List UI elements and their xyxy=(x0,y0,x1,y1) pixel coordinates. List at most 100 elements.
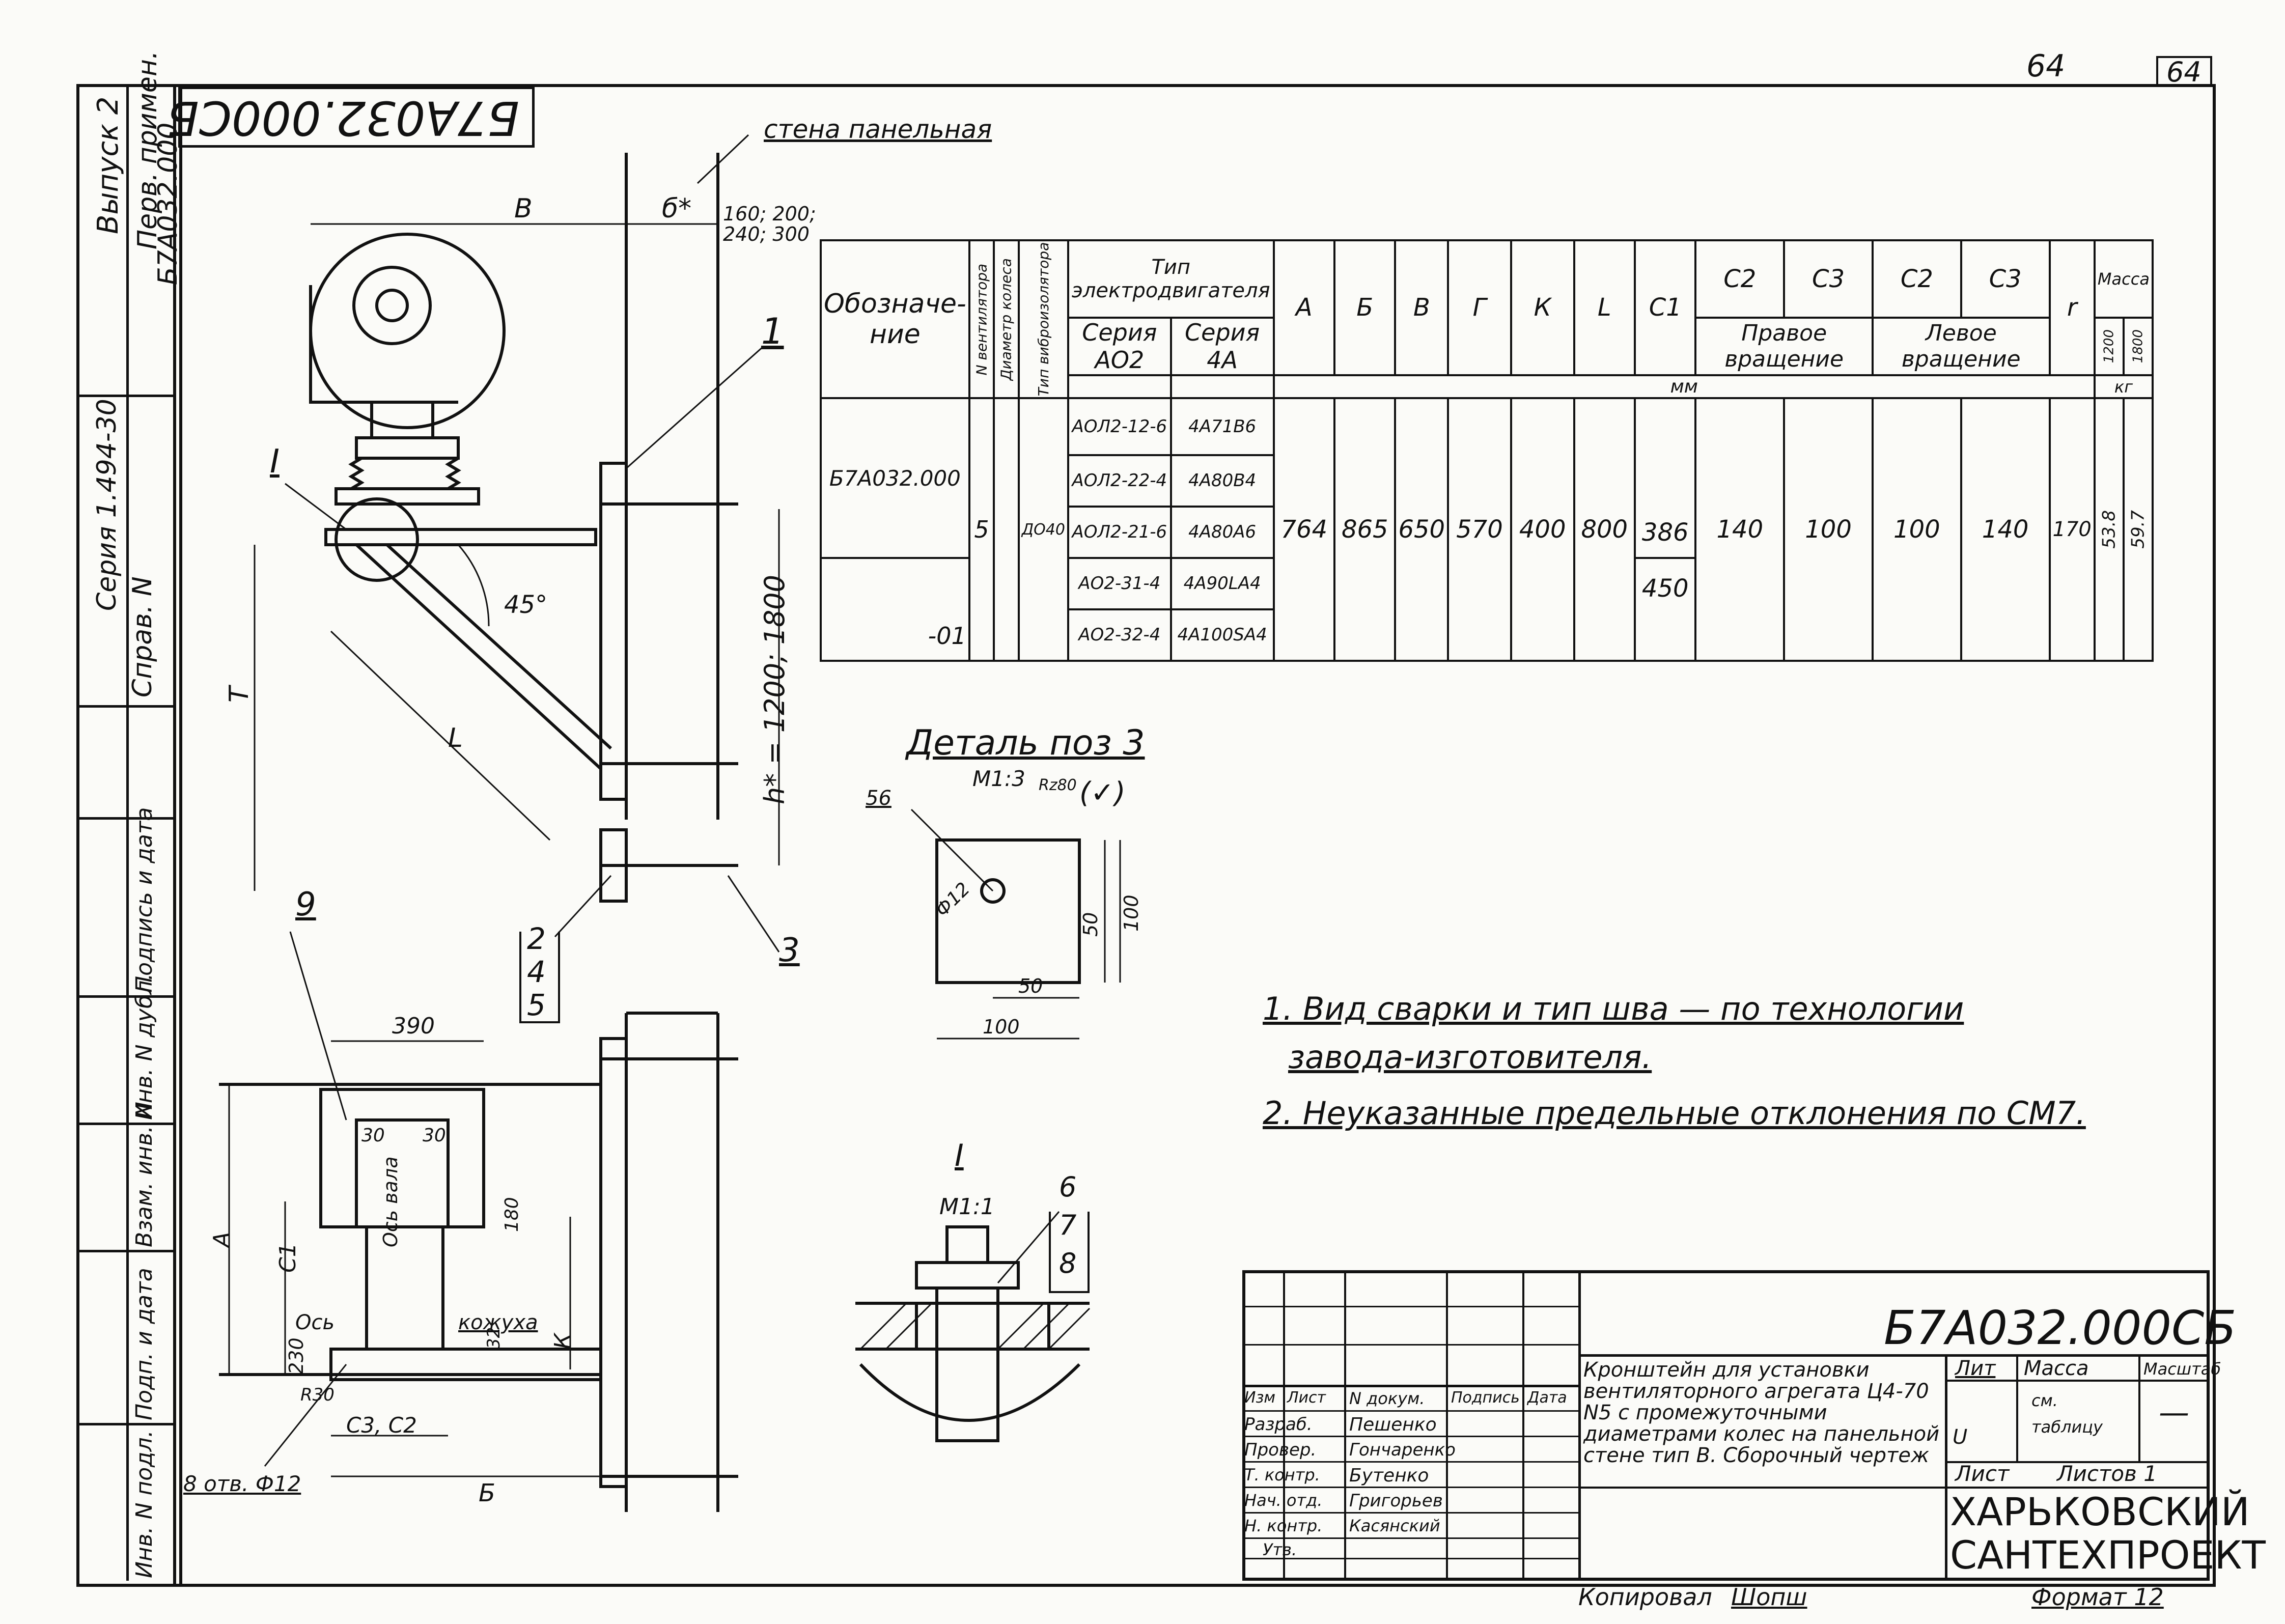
dim-c1: С1 xyxy=(275,1243,301,1273)
pos-6-7-8-stack xyxy=(1049,1212,1090,1293)
tb-lit-value: U xyxy=(1953,1425,1968,1449)
dim-30b: 30 xyxy=(423,1125,446,1146)
th-r: r xyxy=(2048,239,2096,376)
sectionI-title: I xyxy=(955,1138,964,1173)
cell-V: 650 xyxy=(1394,397,1450,662)
tb-right-v xyxy=(1945,1354,1947,1581)
cell-C1a: 386 xyxy=(1633,397,1697,559)
position-6: 6 xyxy=(1059,1171,1077,1203)
th-left-rotation: Левое вращение xyxy=(1871,316,2051,376)
sheet-number-top: 64 xyxy=(2026,48,2066,84)
dim-b-star: б* xyxy=(662,193,692,224)
detail3-scale: М1:3 xyxy=(972,766,1025,791)
tb-right-v2 xyxy=(2016,1354,2018,1461)
detail3-roughness: Rz80 xyxy=(1039,776,1077,794)
th-C1: С1 xyxy=(1633,239,1697,376)
dim-r30: R30 xyxy=(300,1385,335,1405)
tb-h10 xyxy=(1242,1558,1578,1559)
detail3-dim-56: 56 xyxy=(866,787,891,810)
th-motor-type: Тип электродвигателя xyxy=(1067,239,1275,319)
dim-t: Т xyxy=(224,686,255,703)
cell-r: 170 xyxy=(2048,397,2096,662)
tb-code: Б7А032.000СБ xyxy=(1884,1301,2237,1355)
tb-h9 xyxy=(1242,1537,1578,1539)
tb-role-4: Н. контр. xyxy=(1244,1516,1323,1535)
detail3-dim-100v: 100 xyxy=(1120,894,1142,932)
tb-scale-value: — xyxy=(2159,1395,2189,1431)
cell-C1b: 450 xyxy=(1633,556,1697,662)
cell-ao2-4: АО2-32-4 xyxy=(1067,608,1172,662)
tb-right-h1 xyxy=(1945,1380,2210,1382)
cell-4a-1: 4А80В4 xyxy=(1169,454,1275,508)
tb-h2 xyxy=(1242,1344,1578,1346)
tb-mass-label: Масса xyxy=(2024,1357,2089,1380)
cell-A: 764 xyxy=(1272,397,1336,662)
detail3-dim-100h: 100 xyxy=(983,1016,1020,1038)
dim-390: 390 xyxy=(392,1013,435,1039)
tb-v4 xyxy=(1522,1270,1524,1581)
angle-45: 45° xyxy=(504,591,548,619)
dim-32: 32 xyxy=(484,1327,504,1349)
dim-c3-c2: С3, С2 xyxy=(346,1413,417,1438)
th-designation: Обозначе- ние xyxy=(820,239,970,400)
tb-lit-label: Лит xyxy=(1955,1357,1996,1380)
side-strip-sep2 xyxy=(76,705,176,708)
position-2: 2 xyxy=(527,921,546,956)
tb-right-h2 xyxy=(1945,1461,2210,1463)
tb-role-0: Разраб. xyxy=(1244,1414,1313,1435)
tb-h7 xyxy=(1242,1487,1578,1488)
side-strip-sep1 xyxy=(76,395,176,397)
title-block xyxy=(1242,1270,2210,1581)
th-V: В xyxy=(1394,239,1450,376)
position-7: 7 xyxy=(1059,1209,1077,1241)
detail3-dim-50h: 50 xyxy=(1018,975,1043,997)
th-K: К xyxy=(1510,239,1575,376)
note-1-cont: завода-изготовителя. xyxy=(1288,1039,1652,1076)
th-series-4a: Серия 4А xyxy=(1169,316,1275,376)
casing-label: кожуха xyxy=(458,1311,538,1334)
tb-h3 xyxy=(1242,1385,1578,1387)
tb-v1 xyxy=(1283,1270,1285,1581)
th-mass-1200: 1200 xyxy=(2094,317,2124,375)
tb-h5 xyxy=(1242,1436,1578,1437)
position-3: 3 xyxy=(779,932,800,969)
side-strip-sep6 xyxy=(76,1250,176,1252)
sheet-number-corner-box xyxy=(2156,56,2212,87)
tb-col-doc: N докум. xyxy=(1349,1389,1425,1408)
th-fan-no: N вентилятора xyxy=(969,240,994,399)
row-code: Б7А032.000 xyxy=(820,397,970,559)
tb-code-line xyxy=(1578,1354,2210,1357)
note-1: 1. Вид сварки и тип шва — по технологии xyxy=(1263,990,1964,1027)
th-A: А xyxy=(1272,239,1336,376)
cell-C3l: 140 xyxy=(1960,397,2051,662)
cell-4a-3: 4А90LА4 xyxy=(1169,556,1275,610)
dim-180: 180 xyxy=(501,1197,522,1232)
position-5: 5 xyxy=(527,988,546,1022)
tb-col-izm: Изм xyxy=(1244,1389,1276,1407)
row-code-01: -01 xyxy=(820,556,970,662)
cell-ao2-0: АОЛ2-12-6 xyxy=(1067,397,1172,456)
h-dim: h* = 1200; 1800 xyxy=(759,574,791,804)
cell-4a-4: 4А100SА4 xyxy=(1169,608,1275,662)
copied-by: Шопш xyxy=(1731,1583,1807,1611)
left-strip-divider xyxy=(173,84,176,1581)
dim-230: 230 xyxy=(285,1337,308,1375)
position-4: 4 xyxy=(527,955,546,989)
mirrored-code-box xyxy=(178,87,535,148)
tb-org-2: САНТЕХПРОЕКТ xyxy=(1950,1532,2266,1578)
copied-label: Копировал xyxy=(1578,1583,1712,1611)
sectionI-scale: М1:1 xyxy=(939,1194,995,1220)
th-C2-left: С2 xyxy=(1871,239,1962,319)
tb-h6 xyxy=(1242,1461,1578,1463)
side-strip-sep3 xyxy=(76,817,176,820)
pos-2-4-5-stack xyxy=(519,932,560,1023)
tb-sheets-label: Листов 1 xyxy=(2057,1461,2157,1486)
cell-C2l: 100 xyxy=(1871,397,1962,662)
tb-name-2: Бутенко xyxy=(1349,1465,1429,1486)
cell-4a-2: 4А80А6 xyxy=(1169,505,1275,559)
side-strip-sep4 xyxy=(76,995,176,998)
side-strip xyxy=(76,84,182,1587)
position-8: 8 xyxy=(1059,1247,1077,1279)
cell-G: 570 xyxy=(1447,397,1512,662)
th-mass-1800: 1800 xyxy=(2123,317,2153,375)
